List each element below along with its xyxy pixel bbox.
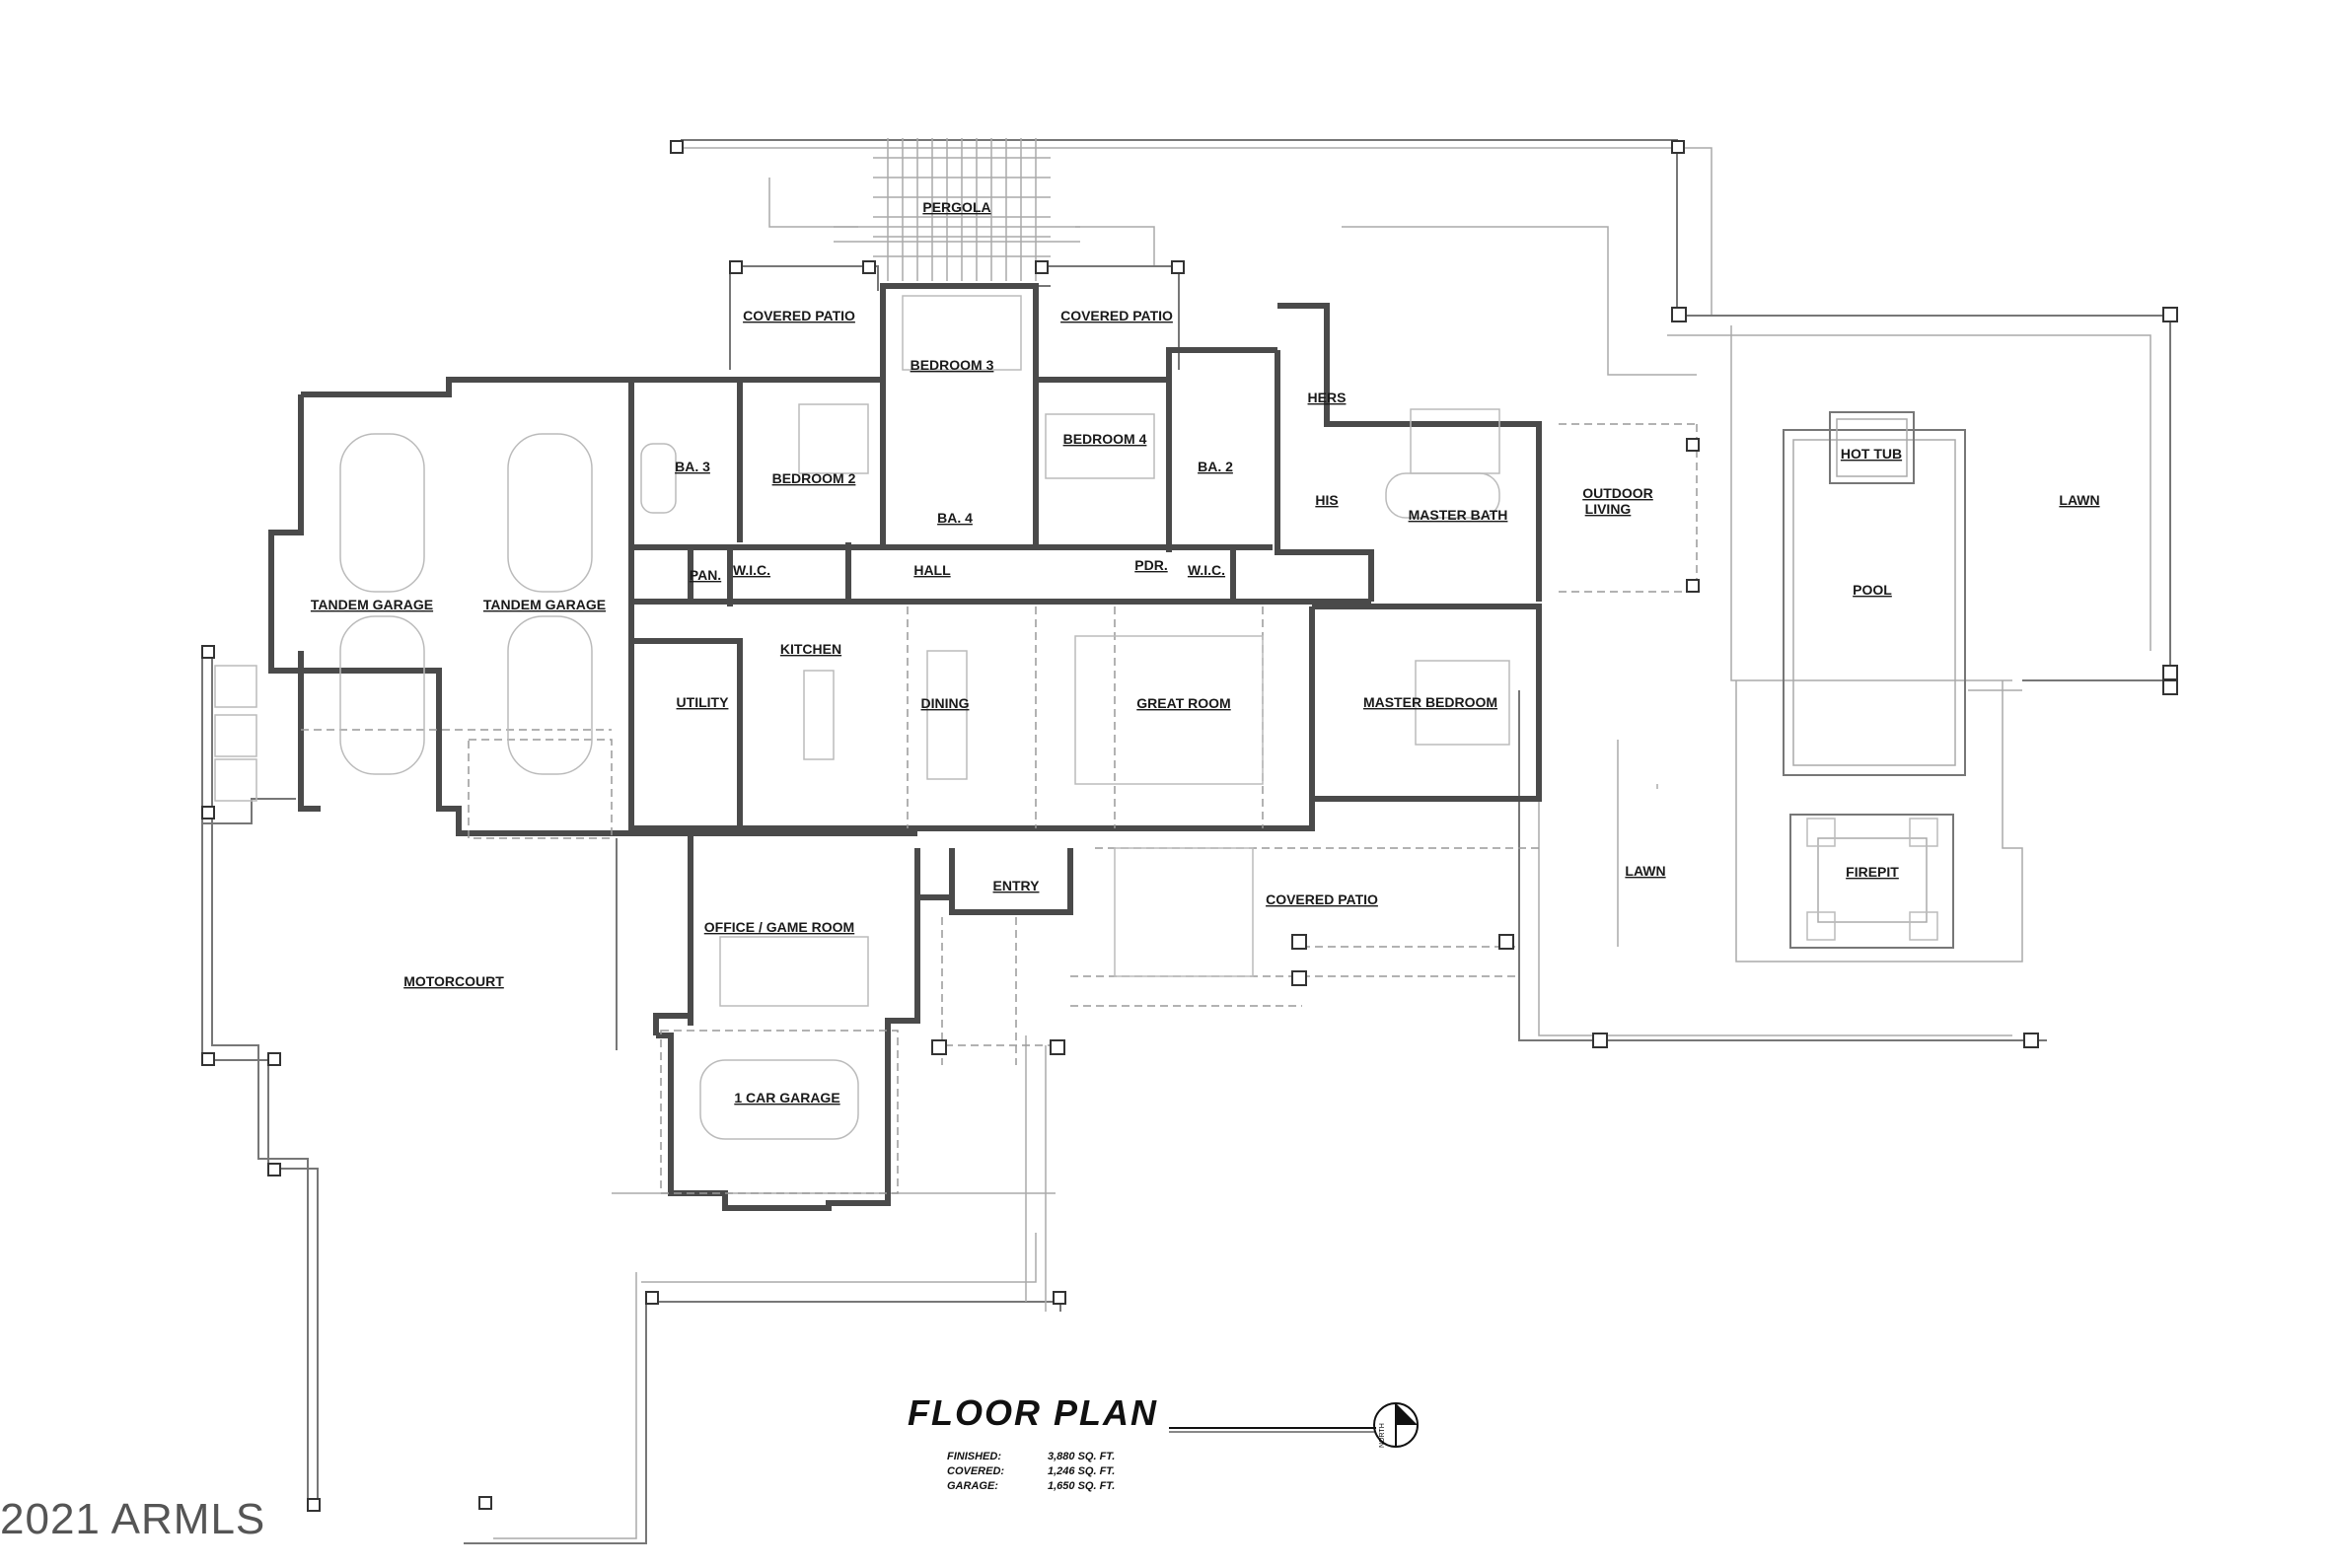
- label-ba-3: BA. 3: [675, 459, 710, 474]
- label-kitchen: KITCHEN: [780, 641, 841, 657]
- room-labels: PERGOLA COVERED PATIO COVERED PATIO BEDR…: [311, 199, 2100, 1105]
- interior-lines: [301, 423, 1698, 1194]
- stat-garage-value: 1,650 SQ. FT.: [1048, 1480, 1115, 1492]
- label-pdr: PDR.: [1134, 557, 1167, 573]
- label-great-room: GREAT ROOM: [1136, 695, 1230, 711]
- pool-area: [1783, 411, 1966, 949]
- label-office: OFFICE / GAME ROOM: [704, 919, 854, 935]
- house-walls: [268, 283, 1542, 1211]
- title-block: FLOOR PLAN NORTH FINISHED: 3,880 SQ. FT.…: [908, 1392, 1419, 1492]
- fixtures: [214, 295, 1510, 1140]
- label-covered-patio-left: COVERED PATIO: [743, 308, 855, 323]
- label-tandem-garage-1: TANDEM GARAGE: [311, 597, 433, 612]
- stat-covered-label: COVERED:: [947, 1465, 1004, 1477]
- plan-title: FLOOR PLAN: [908, 1392, 1158, 1433]
- label-dining: DINING: [921, 695, 970, 711]
- north-arrow-icon: NORTH: [1373, 1402, 1419, 1448]
- label-hot-tub: HOT TUB: [1841, 446, 1902, 462]
- label-motorcourt: MOTORCOURT: [403, 973, 504, 989]
- columns: [201, 140, 2178, 1512]
- label-tandem-garage-2: TANDEM GARAGE: [483, 597, 606, 612]
- label-hers: HERS: [1308, 390, 1347, 405]
- label-hall: HALL: [913, 562, 951, 578]
- label-bedroom-4: BEDROOM 4: [1063, 431, 1147, 447]
- label-lawn-bottom: LAWN: [1625, 863, 1665, 879]
- stat-garage-label: GARAGE:: [947, 1480, 998, 1492]
- label-outdoor-2: LIVING: [1585, 501, 1632, 517]
- label-pan: PAN.: [690, 567, 721, 583]
- label-bedroom-2: BEDROOM 2: [772, 470, 856, 486]
- label-master-bedroom: MASTER BEDROOM: [1363, 694, 1497, 710]
- stat-covered-value: 1,246 SQ. FT.: [1048, 1465, 1115, 1477]
- label-ba-4: BA. 4: [937, 510, 973, 526]
- label-entry: ENTRY: [993, 878, 1041, 893]
- label-utility: UTILITY: [677, 694, 730, 710]
- watermark: 2021 ARMLS: [0, 1495, 265, 1543]
- pergola-slats: [834, 138, 1080, 281]
- stat-finished-value: 3,880 SQ. FT.: [1048, 1451, 1115, 1462]
- label-his: HIS: [1315, 492, 1338, 508]
- label-covered-patio-bottom: COVERED PATIO: [1266, 891, 1378, 907]
- label-firepit: FIREPIT: [1846, 864, 1899, 880]
- label-one-car-garage: 1 CAR GARAGE: [734, 1090, 839, 1105]
- north-label: NORTH: [1379, 1423, 1386, 1448]
- label-lawn-top: LAWN: [2059, 492, 2099, 508]
- label-pergola: PERGOLA: [922, 199, 990, 215]
- label-outdoor-1: OUTDOOR: [1582, 485, 1653, 501]
- label-covered-patio-right: COVERED PATIO: [1060, 308, 1173, 323]
- label-pool: POOL: [1853, 582, 1892, 598]
- label-master-bath: MASTER BATH: [1409, 507, 1508, 523]
- label-wic-right: W.I.C.: [1188, 562, 1225, 578]
- label-bedroom-3: BEDROOM 3: [911, 357, 994, 373]
- label-ba-2: BA. 2: [1198, 459, 1233, 474]
- stat-finished-label: FINISHED:: [947, 1451, 1001, 1462]
- label-wic-left: W.I.C.: [733, 562, 770, 578]
